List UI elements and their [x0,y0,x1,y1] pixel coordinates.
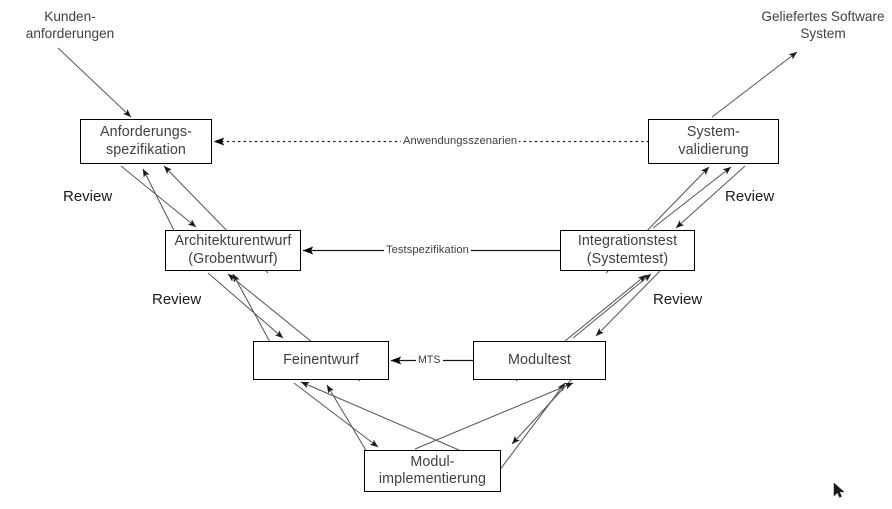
node-integrationstest[interactable]: Integrationstest (Systemtest) [560,230,695,271]
arrow-modultest-to-integrationstest [572,273,652,339]
mouse-cursor-icon [833,482,845,498]
arrow-anforderung-to-architektur [120,165,197,228]
review-label-right-bottom: Review [653,291,703,308]
review-label-left-top: Review [63,188,113,205]
arrow-verify-modulimpl-to-modultest [414,382,574,450]
external-input-label: Kunden- anforderungen [25,9,115,41]
edge-label-anwendungsszenarien: Anwendungsszenarien [401,135,520,148]
external-output-label: Geliefertes Software System [761,9,885,41]
arrow-integrationstest-to-systemvalidierung [652,166,732,229]
review-label-left-bottom: Review [152,291,202,308]
arrow-verify-modulimpl-to-feinentwurf [300,381,460,451]
node-modultest[interactable]: Modultest [473,341,606,380]
node-anforderungsspezifikation[interactable]: Anforderungs- spezifikation [80,119,212,164]
arrow-feinentwurf-to-modulimpl [293,382,379,448]
arrow-systemvalidierung-to-output [711,51,798,118]
arrow-input-to-anforderung [57,47,132,118]
node-feinentwurf[interactable]: Feinentwurf [253,341,389,380]
node-architekturentwurf[interactable]: Architekturentwurf (Grobentwurf) [165,230,301,271]
arrow-architektur-to-feinentwurf [207,272,284,339]
arrow-integrationstest-to-modultest [595,270,661,337]
edge-label-mts: MTS [416,354,443,367]
arrow-modultest-to-modulimpl [511,377,574,445]
node-systemvalidierung[interactable]: System- validierung [648,119,779,164]
edge-label-testspezifikation: Testspezifikation [384,244,471,257]
review-label-right-top: Review [725,188,775,205]
node-modulimplementierung[interactable]: Modul- implementierung [364,450,501,492]
